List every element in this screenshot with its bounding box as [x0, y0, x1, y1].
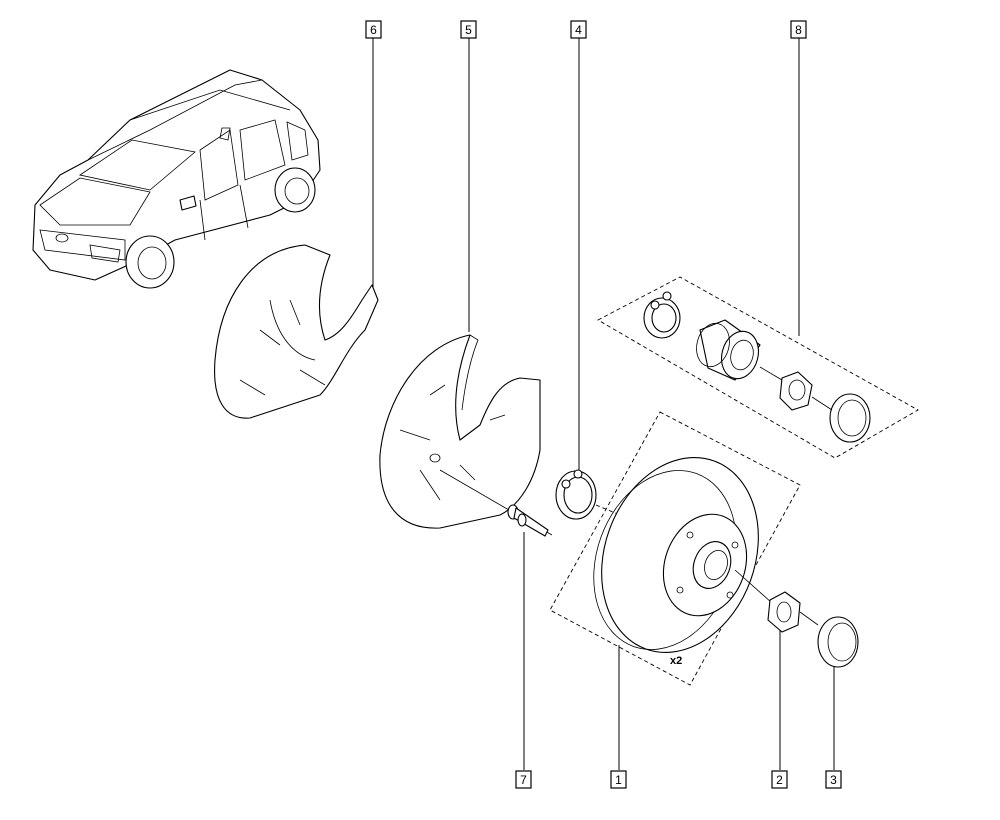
callout-1: 1 [610, 770, 627, 789]
hub-nut-part-2 [767, 591, 819, 633]
vehicle-illustration [32, 69, 321, 289]
callout-3-label: 3 [830, 773, 837, 787]
callout-1-label: 1 [615, 773, 622, 787]
hub-cap-part-3 [817, 616, 859, 668]
screw-part-7 [439, 469, 553, 537]
callout-4: 4 [570, 20, 587, 39]
callout-8-label: 8 [795, 23, 802, 37]
bearing-kit-part-8 [597, 276, 919, 459]
dust-shield-part-6 [214, 244, 379, 419]
callout-4-label: 4 [575, 23, 582, 37]
backing-plate-part-5 [379, 334, 541, 529]
brake-disc-part-1 [549, 411, 801, 686]
circlip-part-4 [555, 469, 621, 520]
callout-7-label: 7 [520, 773, 527, 787]
quantity-label: x2 [670, 655, 682, 667]
callout-2: 2 [771, 770, 788, 789]
callout-5: 5 [460, 20, 477, 39]
callout-6-label: 6 [370, 23, 377, 37]
callout-7: 7 [515, 770, 532, 789]
callout-5-label: 5 [465, 23, 472, 37]
callout-3: 3 [825, 770, 842, 789]
leader-lines [372, 38, 835, 770]
callout-8: 8 [790, 20, 807, 39]
callout-6: 6 [365, 20, 382, 39]
callout-2-label: 2 [776, 773, 783, 787]
